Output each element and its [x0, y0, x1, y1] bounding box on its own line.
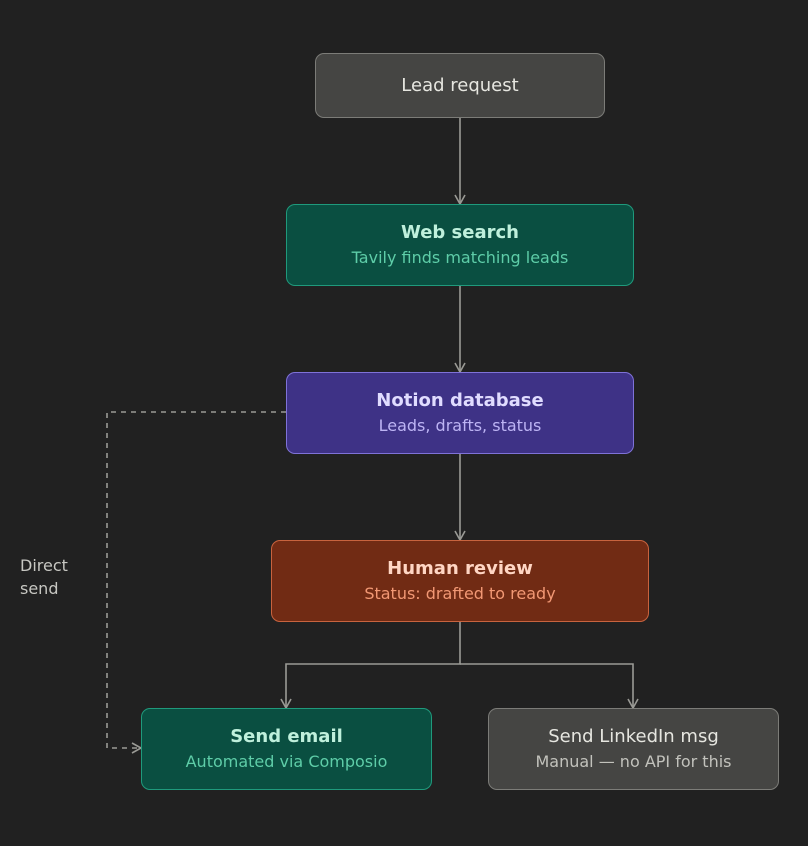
direct-send-label-line: Direct — [20, 556, 68, 575]
node-subtitle: Status: drafted to ready — [364, 584, 556, 603]
edge-direct-send — [106, 411, 286, 754]
node-title: Notion database — [376, 390, 544, 411]
node-human-review: Human review Status: drafted to ready — [271, 540, 649, 622]
node-title: Send LinkedIn msg — [548, 726, 719, 747]
node-subtitle: Tavily finds matching leads — [351, 248, 569, 267]
direct-send-label: Direct send — [20, 554, 100, 600]
node-lead-request: Lead request — [315, 53, 605, 118]
node-web-search: Web search Tavily finds matching leads — [286, 204, 634, 286]
node-title: Web search — [400, 222, 519, 243]
node-subtitle: Automated via Composio — [185, 752, 388, 771]
node-title: Human review — [387, 558, 533, 579]
node-title: Send email — [230, 726, 343, 747]
node-title: Lead request — [401, 74, 519, 96]
node-send-email: Send email Automated via Composio — [141, 708, 432, 790]
node-subtitle: Leads, drafts, status — [378, 416, 542, 435]
node-subtitle: Manual — no API for this — [535, 752, 732, 771]
edge-review-to-linkedin — [460, 663, 639, 710]
direct-send-label-line: send — [20, 579, 59, 598]
node-notion-database: Notion database Leads, drafts, status — [286, 372, 634, 454]
edge-review-to-email — [280, 622, 461, 710]
node-send-linkedin: Send LinkedIn msg Manual — no API for th… — [488, 708, 779, 790]
